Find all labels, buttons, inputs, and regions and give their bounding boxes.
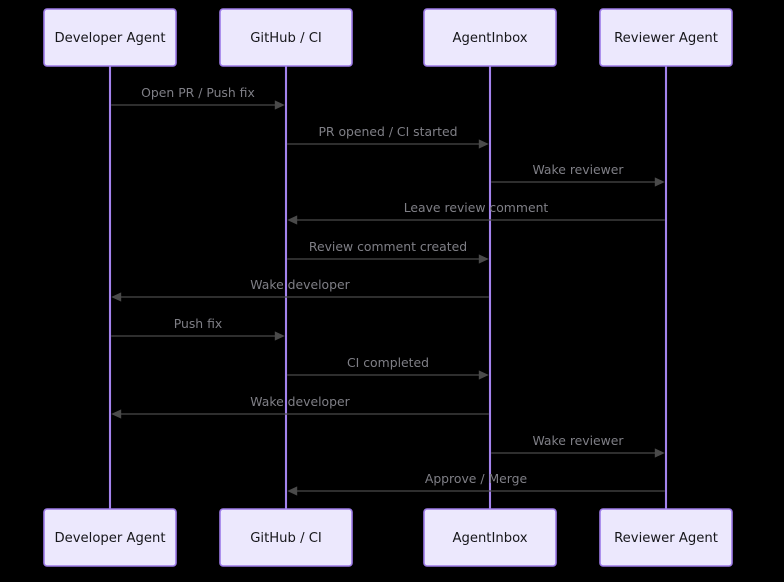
- message-6: Wake developer: [111, 277, 489, 302]
- actor-label-reviewer-top: Reviewer Agent: [614, 31, 718, 46]
- actor-reviewer-bottom[interactable]: Reviewer Agent: [599, 508, 733, 567]
- message-label-10: Wake reviewer: [532, 433, 624, 448]
- message-arrowhead-7: [274, 331, 285, 341]
- actor-box-github-top[interactable]: [219, 8, 353, 67]
- actor-label-github-bottom: GitHub / CI: [250, 531, 322, 546]
- message-9: Wake developer: [111, 394, 489, 419]
- actor-box-inbox-bottom[interactable]: [423, 508, 557, 567]
- actor-box-reviewer-bottom[interactable]: [599, 508, 733, 567]
- message-11: Approve / Merge: [287, 471, 665, 496]
- message-arrowhead-1: [274, 100, 285, 110]
- actor-github-top[interactable]: GitHub / CI: [219, 8, 353, 67]
- actor-inbox-top[interactable]: AgentInbox: [423, 8, 557, 67]
- actor-label-dev-bottom: Developer Agent: [54, 531, 165, 546]
- message-arrowhead-2: [478, 139, 489, 149]
- lifelines-layer: [108, 66, 668, 509]
- actor-boxes-bottom: Developer Agent GitHub / CI AgentInbox Revi…: [43, 508, 733, 567]
- message-label-8: CI completed: [347, 355, 429, 370]
- message-label-11: Approve / Merge: [425, 471, 527, 486]
- message-2: PR opened / CI started: [287, 124, 489, 149]
- message-5: Review comment created: [287, 239, 489, 264]
- messages-layer: Open PR / Push fix PR opened / CI started…: [111, 85, 665, 496]
- actor-label-github-top: GitHub / CI: [250, 31, 322, 46]
- message-arrowhead-11: [287, 486, 298, 496]
- message-8: CI completed: [287, 355, 489, 380]
- message-arrowhead-5: [478, 254, 489, 264]
- actor-box-inbox-top[interactable]: [423, 8, 557, 67]
- message-1: Open PR / Push fix: [111, 85, 285, 110]
- actor-inbox-bottom[interactable]: AgentInbox: [423, 508, 557, 567]
- message-3: Wake reviewer: [491, 162, 665, 187]
- message-label-1: Open PR / Push fix: [141, 85, 255, 100]
- actor-label-inbox-bottom: AgentInbox: [452, 531, 527, 546]
- message-label-7: Push fix: [174, 316, 223, 331]
- message-label-5: Review comment created: [309, 239, 467, 254]
- message-arrowhead-9: [111, 409, 122, 419]
- actor-dev-top[interactable]: Developer Agent: [43, 8, 177, 67]
- message-arrowhead-10: [654, 448, 665, 458]
- message-label-9: Wake developer: [250, 394, 350, 409]
- message-label-4: Leave review comment: [404, 200, 549, 215]
- message-7: Push fix: [111, 316, 285, 341]
- actor-label-reviewer-bottom: Reviewer Agent: [614, 531, 718, 546]
- actor-label-inbox-top: AgentInbox: [452, 31, 527, 46]
- actor-box-reviewer-top[interactable]: [599, 8, 733, 67]
- message-label-3: Wake reviewer: [532, 162, 624, 177]
- message-label-2: PR opened / CI started: [318, 124, 457, 139]
- message-arrowhead-4: [287, 215, 298, 225]
- message-arrowhead-6: [111, 292, 122, 302]
- actor-boxes-top: Developer Agent GitHub / CI AgentInbox Revi…: [43, 8, 733, 67]
- actor-github-bottom[interactable]: GitHub / CI: [219, 508, 353, 567]
- message-10: Wake reviewer: [491, 433, 665, 458]
- message-4: Leave review comment: [287, 200, 665, 225]
- message-arrowhead-3: [654, 177, 665, 187]
- message-arrowhead-8: [478, 370, 489, 380]
- actor-label-dev-top: Developer Agent: [54, 31, 165, 46]
- actor-reviewer-top[interactable]: Reviewer Agent: [599, 8, 733, 67]
- actor-box-dev-top[interactable]: [43, 8, 177, 67]
- actor-box-github-bottom[interactable]: [219, 508, 353, 567]
- actor-box-dev-bottom[interactable]: [43, 508, 177, 567]
- message-label-6: Wake developer: [250, 277, 350, 292]
- actor-dev-bottom[interactable]: Developer Agent: [43, 508, 177, 567]
